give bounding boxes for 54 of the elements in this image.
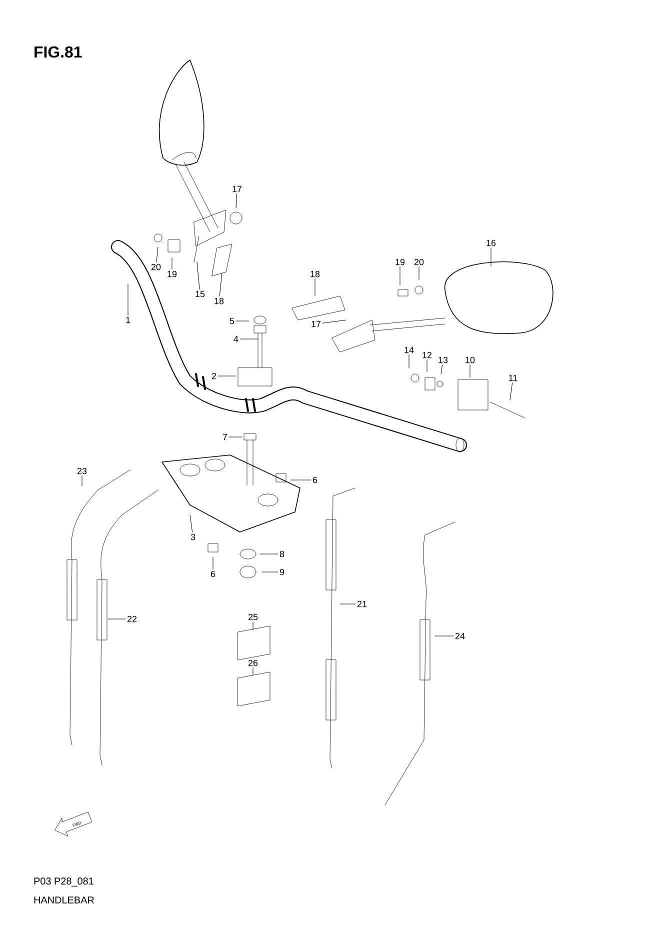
- callout-number: 14: [404, 346, 414, 354]
- callout-number: 6: [312, 476, 318, 484]
- callout-number: 8: [280, 550, 284, 558]
- leader-line: [314, 278, 316, 296]
- leader-line: [108, 618, 126, 620]
- callout-number: 15: [196, 290, 205, 298]
- callout-number: 24: [455, 632, 465, 640]
- leader-line: [236, 194, 237, 208]
- callout-number: 25: [248, 614, 258, 620]
- leader-line: [236, 320, 250, 322]
- callout-number: 3: [190, 534, 196, 540]
- callout-number: 6: [210, 570, 216, 578]
- callout-number: 9: [280, 568, 284, 576]
- callout-number: 19: [396, 258, 405, 266]
- callout-number: 19: [168, 270, 177, 278]
- leader-line: [196, 262, 200, 290]
- leader-line: [510, 382, 513, 400]
- callout-number: 16: [486, 240, 496, 246]
- callout-number: 17: [312, 320, 321, 328]
- callout-number: 1: [126, 316, 130, 324]
- leader-line: [322, 320, 346, 324]
- callout-number: 5: [230, 318, 234, 324]
- callout-number: 12: [422, 352, 432, 358]
- leader-line: [490, 248, 492, 266]
- leader-line: [212, 556, 214, 570]
- callout-number: 10: [466, 356, 475, 364]
- leader-line: [440, 364, 443, 374]
- leader-line: [418, 266, 420, 280]
- leader-line: [240, 338, 258, 340]
- callout-number: 4: [234, 336, 238, 342]
- leader-line: [156, 246, 158, 262]
- callout-number: 26: [248, 660, 258, 666]
- callout-number: 23: [77, 468, 87, 474]
- leader-line: [219, 272, 222, 296]
- callout-number: 22: [127, 616, 137, 622]
- callout-number: 18: [310, 270, 320, 278]
- leader-line: [426, 360, 428, 372]
- callout-number: 13: [438, 356, 448, 364]
- caption: HANDLEBAR: [34, 896, 94, 904]
- drawing-code: P03 P28_081: [34, 878, 94, 886]
- leader-line: [228, 436, 242, 438]
- figure-number: FIG.81: [34, 46, 82, 58]
- callout-number: 11: [509, 374, 518, 382]
- callout-number: 20: [151, 264, 161, 270]
- leader-line: [252, 622, 254, 630]
- callout-number: 21: [357, 600, 367, 608]
- callout-number: 20: [414, 258, 424, 266]
- callout-number: 18: [214, 298, 224, 304]
- leader-line: [252, 668, 254, 676]
- callout-number: 17: [232, 186, 242, 192]
- leader-line: [190, 514, 193, 532]
- callout-number: 7: [222, 434, 228, 440]
- leader-line: [408, 354, 410, 368]
- callout-number: 2: [212, 372, 216, 380]
